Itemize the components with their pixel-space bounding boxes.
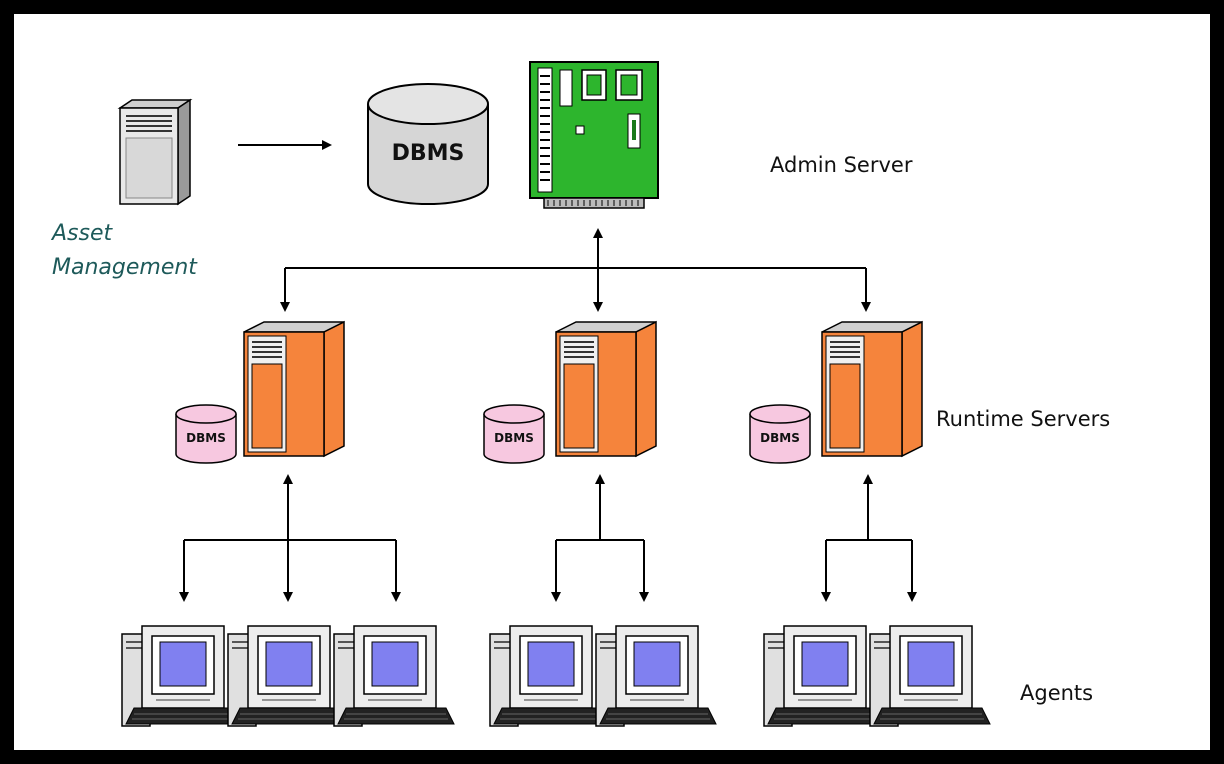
runtime-dbms-3-icon: DBMS bbox=[749, 404, 811, 464]
agent-computer-5-icon bbox=[595, 625, 717, 727]
agent-computer-4-icon bbox=[489, 625, 611, 727]
asset-management-server-icon bbox=[117, 98, 193, 206]
main-dbms-label: DBMS bbox=[392, 141, 465, 166]
asset-label-line1: Asset bbox=[50, 221, 114, 246]
runtime-server-3-icon bbox=[821, 321, 923, 457]
runtime-server-1-icon bbox=[243, 321, 345, 457]
admin-server-label: Admin Server bbox=[770, 153, 913, 177]
runtime-dbms-3-label: DBMS bbox=[760, 431, 800, 445]
agent-computer-7-icon bbox=[869, 625, 991, 727]
runtime-dbms-1-label: DBMS bbox=[186, 431, 226, 445]
agent-computer-1-icon bbox=[121, 625, 243, 727]
agent-computer-3-icon bbox=[333, 625, 455, 727]
agents-label: Agents bbox=[1020, 681, 1093, 705]
runtime-servers-label: Runtime Servers bbox=[936, 407, 1110, 431]
agent-computer-6-icon bbox=[763, 625, 885, 727]
agent-computer-2-icon bbox=[227, 625, 349, 727]
admin-server-icon bbox=[529, 61, 659, 209]
runtime-dbms-1-icon: DBMS bbox=[175, 404, 237, 464]
main-dbms-icon: DBMS bbox=[367, 83, 489, 205]
runtime-server-2-icon bbox=[555, 321, 657, 457]
runtime-dbms-2-icon: DBMS bbox=[483, 404, 545, 464]
asset-label-line2: Management bbox=[52, 255, 198, 280]
runtime-dbms-2-label: DBMS bbox=[494, 431, 534, 445]
